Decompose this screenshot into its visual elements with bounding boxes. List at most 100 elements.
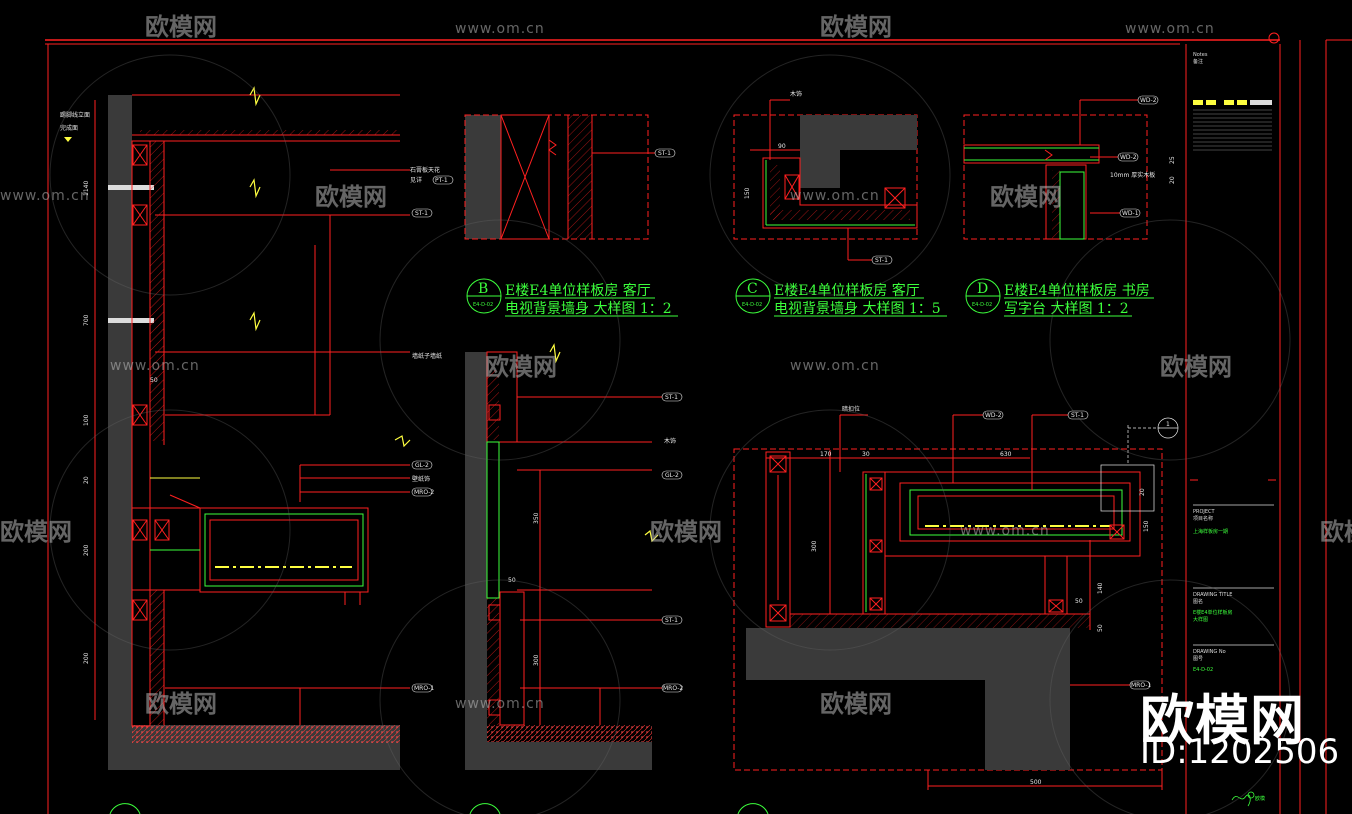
svg-text:200: 200 — [83, 544, 90, 556]
wall-solid — [108, 95, 132, 770]
svg-text:www.om.cn: www.om.cn — [1125, 21, 1215, 37]
svg-text:木饰: 木饰 — [664, 437, 676, 445]
svg-text:欧模网: 欧模网 — [990, 183, 1062, 211]
svg-text:墙纸子墙纸: 墙纸子墙纸 — [412, 352, 442, 360]
svg-text:10mm 厚实木板: 10mm 厚实木板 — [1110, 171, 1155, 179]
svg-text:大样图: 大样图 — [1193, 616, 1208, 623]
svg-text:备注: 备注 — [1193, 58, 1203, 65]
svg-text:欧模网: 欧模网 — [145, 690, 217, 718]
svg-text:90: 90 — [778, 143, 786, 150]
svg-text:E楼E4单位样板房 客厅: E楼E4单位样板房 客厅 — [505, 282, 651, 299]
section-b-dimensions: 350 50 300 — [508, 512, 540, 666]
svg-text:GL-2: GL-2 — [415, 462, 429, 469]
svg-text:ST-1: ST-1 — [875, 257, 888, 264]
svg-text:DRAWING TITLE: DRAWING TITLE — [1193, 592, 1232, 598]
svg-text:欧模网: 欧模网 — [315, 183, 387, 211]
svg-text:D: D — [977, 281, 988, 297]
svg-text:50: 50 — [150, 377, 158, 384]
svg-text:50: 50 — [1075, 598, 1083, 605]
cutoff-title-markers — [109, 803, 769, 814]
svg-text:写字台 大样图 1：2: 写字台 大样图 1：2 — [1004, 301, 1129, 317]
floor-finish — [132, 725, 400, 743]
section-a-dimensions: 1140 700 100 20 200 200 50 — [83, 181, 158, 664]
section-a[interactable]: 踢脚线立面 完成面 1140 700 100 20 200 200 50 石膏板… — [60, 86, 454, 770]
svg-text:500: 500 — [1030, 779, 1042, 786]
svg-text:欧模: 欧模 — [1255, 795, 1265, 802]
detail-c[interactable]: 木饰 90 150 ST-1 — [733, 90, 918, 265]
detail-b[interactable]: ST-1 — [464, 114, 676, 240]
svg-text:20: 20 — [83, 476, 90, 484]
svg-text:DRAWING No: DRAWING No — [1193, 649, 1226, 655]
svg-text:图号: 图号 — [1193, 656, 1203, 662]
svg-text:20: 20 — [1169, 176, 1176, 184]
svg-text:欧模网: 欧模网 — [0, 518, 72, 546]
detail-d[interactable]: WD-2 WD-2 10mm 厚实木板 WD-1 25 20 — [963, 95, 1176, 240]
svg-text:www.om.cn: www.om.cn — [455, 696, 545, 712]
svg-text:完成面: 完成面 — [60, 124, 78, 132]
svg-text:ST-1: ST-1 — [415, 210, 428, 217]
svg-text:WD-1: WD-1 — [1122, 210, 1139, 217]
svg-text:E4-D-02: E4-D-02 — [473, 302, 493, 308]
svg-text:300: 300 — [811, 540, 818, 552]
svg-text:www.om.cn: www.om.cn — [790, 188, 880, 204]
svg-text:E楼E4单位样板房 书房: E楼E4单位样板房 书房 — [1004, 283, 1150, 299]
svg-text:ST-1: ST-1 — [658, 150, 671, 157]
section-b-callouts[interactable]: ST-1 木饰 GL-2 ST-1 MRO-2 — [661, 392, 683, 693]
section-b[interactable]: ST-1 木饰 GL-2 ST-1 MRO-2 350 50 300 — [465, 343, 683, 770]
svg-text:欧模网: 欧模网 — [820, 13, 892, 41]
svg-text:www.om.cn: www.om.cn — [110, 358, 200, 374]
svg-text:E楼E4单位样板房: E楼E4单位样板房 — [1193, 609, 1233, 616]
svg-text:350: 350 — [533, 512, 540, 524]
svg-text:E4-D-02: E4-D-02 — [972, 302, 992, 308]
svg-text:电视背景墙身 大样图 1：2: 电视背景墙身 大样图 1：2 — [505, 301, 672, 317]
svg-text:欧模网: 欧模网 — [820, 690, 892, 718]
svg-text:1: 1 — [1166, 421, 1170, 428]
svg-text:www.om.cn: www.om.cn — [960, 523, 1050, 539]
svg-text:踢脚线立面: 踢脚线立面 — [60, 111, 90, 119]
svg-text:150: 150 — [744, 187, 751, 199]
svg-text:E楼E4单位样板房 客厅: E楼E4单位样板房 客厅 — [774, 282, 920, 299]
svg-text:C: C — [747, 281, 758, 297]
svg-text:MRO-2: MRO-2 — [414, 489, 434, 496]
svg-text:MRO-1: MRO-1 — [1131, 682, 1151, 689]
svg-text:25: 25 — [1169, 156, 1176, 164]
svg-text:150: 150 — [1143, 520, 1150, 532]
svg-text:www.om.cn: www.om.cn — [455, 21, 545, 37]
svg-text:E4-D-02: E4-D-02 — [742, 302, 762, 308]
watermarks: 欧模网 www.om.cn 欧模网 www.om.cn www.om.cn 欧模… — [0, 13, 1352, 814]
detail-d-title: D E4-D-02 E楼E4单位样板房 书房 写字台 大样图 1：2 — [965, 278, 1154, 317]
svg-text:木饰: 木饰 — [790, 90, 802, 98]
svg-text:WD-2: WD-2 — [1140, 97, 1157, 104]
section-a-notes: 踢脚线立面 完成面 — [60, 111, 90, 132]
svg-text:石膏板天花: 石膏板天花 — [410, 166, 440, 174]
svg-text:700: 700 — [83, 314, 90, 326]
svg-text:www.om.cn: www.om.cn — [790, 358, 880, 374]
svg-text:PT-1: PT-1 — [435, 177, 448, 184]
svg-text:电视背景墙身 大样图 1：5: 电视背景墙身 大样图 1：5 — [774, 301, 941, 317]
svg-text:140: 140 — [1097, 582, 1104, 594]
ceiling-line — [108, 185, 154, 190]
svg-text:图名: 图名 — [1193, 598, 1203, 605]
brand-watermark-id: ID:1202506 — [1140, 732, 1340, 772]
svg-text:170: 170 — [820, 451, 832, 458]
svg-text:PROJECT: PROJECT — [1193, 509, 1216, 515]
svg-text:30: 30 — [862, 451, 870, 458]
svg-text:WD-2: WD-2 — [985, 412, 1002, 419]
svg-text:B: B — [478, 281, 488, 297]
section-a-callouts[interactable]: 石膏板天花 见详 PT-1 ST-1 墙纸子墙纸 GL-2 壁纸饰 MRO-2 … — [410, 166, 454, 693]
title-block[interactable]: Notes 备注 PROJECT 项目名称 上海样板房一期 DRAWING TI… — [1190, 52, 1276, 807]
plan-detail[interactable]: 1 暗扣位 WD-2 ST-1 MRO-1 170 30 630 300 — [733, 405, 1179, 790]
svg-text:ST-1: ST-1 — [665, 617, 678, 624]
wall-solid — [465, 352, 487, 770]
svg-text:WD-2: WD-2 — [1120, 154, 1137, 161]
svg-text:暗扣位: 暗扣位 — [842, 405, 860, 413]
detail-b-title: B E4-D-02 E楼E4单位样板房 客厅 电视背景墙身 大样图 1：2 — [466, 278, 678, 317]
svg-text:欧模网: 欧模网 — [485, 353, 557, 381]
shelf-line — [108, 318, 154, 323]
svg-text:欧模网: 欧模网 — [145, 13, 217, 41]
svg-text:欧模网: 欧模网 — [1320, 518, 1352, 546]
svg-text:www.om.cn: www.om.cn — [0, 188, 90, 204]
svg-text:欧模网: 欧模网 — [1160, 353, 1232, 381]
